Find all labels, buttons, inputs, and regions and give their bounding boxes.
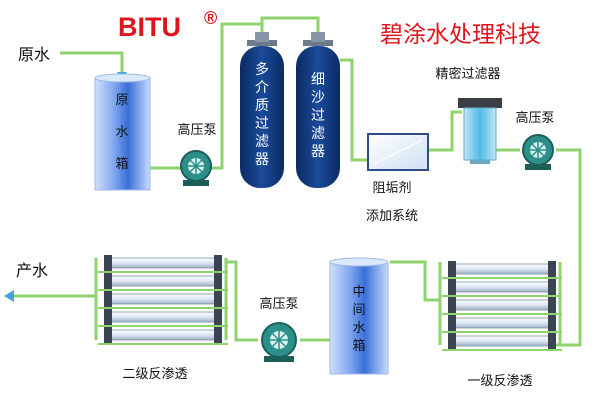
precision-filter-label: 精密过滤器 <box>435 66 500 82</box>
pump-icon <box>261 322 297 362</box>
membrane-end-cap <box>448 315 456 331</box>
membrane-tube <box>107 293 219 305</box>
pump-icon <box>180 150 212 186</box>
first-stage-ro-label: 一级反渗透 <box>467 374 532 389</box>
membrane-end-cap <box>214 255 222 271</box>
pipe-network <box>10 16 582 347</box>
antiscalant-label-line1: 阻垢剂 <box>372 181 411 196</box>
antiscalant-label-line2: 添加系统 <box>366 209 418 224</box>
intermediate-tank-label: 中 间 水 箱 <box>352 285 365 354</box>
membrane-end-cap <box>548 315 556 331</box>
pump-icon <box>522 134 554 170</box>
membrane-tube <box>451 281 553 293</box>
intermediate-water-tank <box>329 257 389 375</box>
tank-char: 原 <box>115 93 128 108</box>
midtank-char: 箱 <box>352 338 365 354</box>
multi-media-filter <box>240 32 284 188</box>
pipe-pump3-to-ro2 <box>226 260 258 342</box>
mmf-label: 多 介 质 过 滤 器 <box>255 61 269 168</box>
membrane-end-cap <box>104 327 112 343</box>
membrane-end-cap <box>104 291 112 307</box>
membrane-end-cap <box>448 297 456 313</box>
sand-char: 滤 <box>311 126 325 142</box>
sand-char: 沙 <box>311 90 325 106</box>
second-stage-ro-rack <box>98 255 228 345</box>
membrane-end-cap <box>214 273 222 289</box>
membrane-tube <box>451 299 553 311</box>
membrane-tube <box>451 317 553 329</box>
mmf-char: 质 <box>255 98 269 114</box>
midtank-char: 中 <box>352 285 365 300</box>
raw-water-tank <box>94 73 151 191</box>
membrane-tube <box>107 329 219 341</box>
pipe-dosing-to-precision <box>428 110 462 152</box>
membrane-end-cap <box>548 261 556 277</box>
brand-logo: BITU <box>118 12 181 42</box>
membrane-end-cap <box>448 279 456 295</box>
membrane-end-cap <box>548 333 556 349</box>
raw-water-tank-label: 原 水 箱 <box>115 93 128 172</box>
antiscalant-dosing-box <box>367 133 429 171</box>
membrane-end-cap <box>104 309 112 325</box>
membrane-tube <box>107 257 219 269</box>
midtank-char: 间 <box>352 303 365 318</box>
precision-filter <box>458 98 502 164</box>
membrane-end-cap <box>214 327 222 343</box>
pipe-pump1-to-mmf <box>210 22 264 170</box>
sand-char: 过 <box>311 108 325 124</box>
membrane-end-cap <box>104 255 112 271</box>
pipe-pump2-to-ro1 <box>556 148 582 347</box>
pipe-mmf-to-sand <box>260 16 320 35</box>
membrane-end-cap <box>448 261 456 277</box>
fine-sand-filter <box>296 32 340 188</box>
membrane-end-cap <box>548 279 556 295</box>
sand-char: 细 <box>311 72 325 88</box>
sand-char: 器 <box>311 144 325 160</box>
second-stage-ro-label: 二级反渗透 <box>122 367 187 382</box>
pipe-sand-to-dosing <box>340 58 370 162</box>
membrane-tube <box>451 335 553 347</box>
company-name: 碧涂水处理科技 <box>380 22 541 48</box>
registered-mark: ® <box>204 8 217 28</box>
pipe-raw-inlet <box>60 51 124 72</box>
raw-water-label: 原水 <box>18 45 50 64</box>
tank-char: 箱 <box>115 156 128 172</box>
pump2-label: 高压泵 <box>515 110 554 126</box>
mmf-char: 过 <box>255 116 269 132</box>
product-water-label: 产水 <box>16 261 48 280</box>
membrane-tube <box>451 263 553 275</box>
membrane-end-cap <box>104 273 112 289</box>
membrane-end-cap <box>214 291 222 307</box>
membrane-end-cap <box>448 333 456 349</box>
membrane-tube <box>107 311 219 323</box>
first-stage-ro-rack <box>442 261 562 351</box>
midtank-char: 水 <box>352 321 365 336</box>
pump3-label: 高压泵 <box>259 296 298 312</box>
pump1-label: 高压泵 <box>177 122 216 138</box>
tank-char: 水 <box>115 125 128 140</box>
mmf-char: 滤 <box>255 134 269 150</box>
membrane-end-cap <box>548 297 556 313</box>
membrane-tube <box>107 275 219 287</box>
mmf-char: 介 <box>255 80 269 96</box>
mmf-char: 器 <box>255 152 269 168</box>
mmf-char: 多 <box>255 61 269 78</box>
pipe-ro1-to-midtank <box>390 260 440 302</box>
membrane-end-cap <box>214 309 222 325</box>
sand-filter-label: 细 沙 过 滤 器 <box>311 72 325 160</box>
